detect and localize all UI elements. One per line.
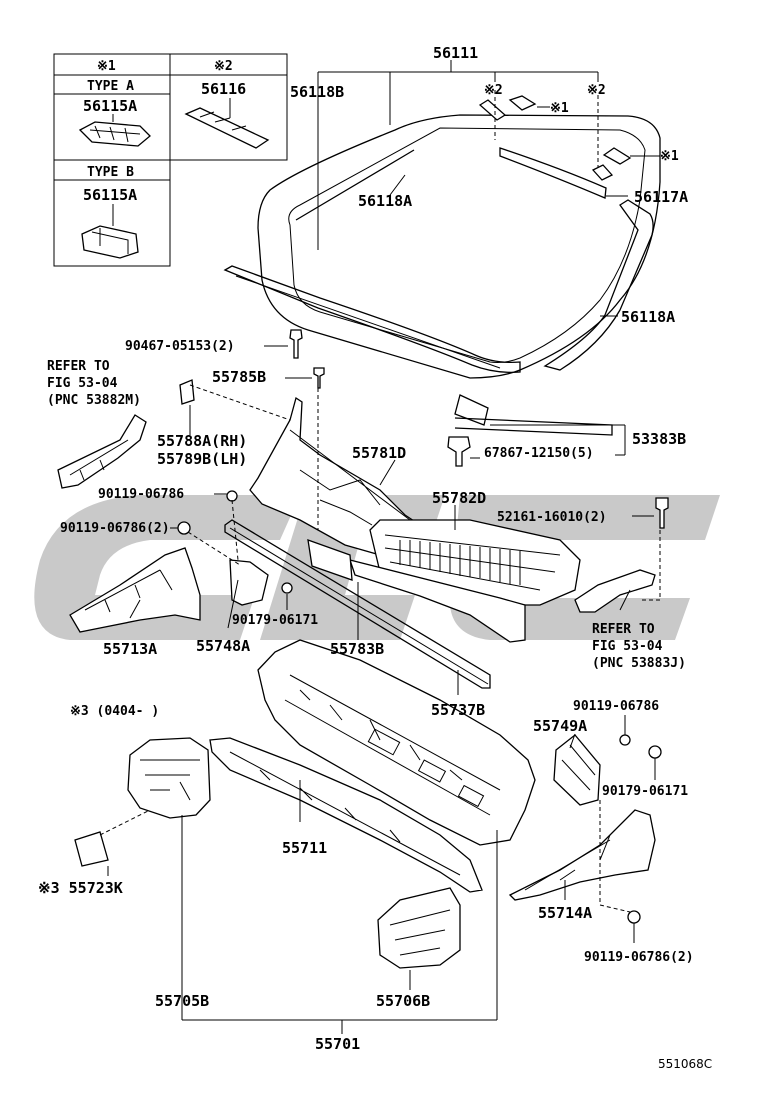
seal-strip [224,519,491,689]
label-56118a-right: 56118A [621,308,675,326]
label-55706b: 55706B [376,992,430,1010]
label-55781d: 55781D [352,444,406,462]
label-56118b: 56118B [290,83,344,101]
legend-mark1: ※1 [97,59,116,74]
label-55705b: 55705B [155,992,209,1010]
windshield-bracket [317,60,599,250]
top-clips [478,90,660,181]
label-refer1-a: REFER TO [47,359,110,374]
center-bracket-55706B [377,887,461,969]
label-mark2-a: ※2 [484,83,503,98]
lower-moulding [223,265,521,373]
label-90179-b: 90179-06171 [602,784,688,799]
label-90467: 90467-05153(2) [125,339,235,354]
label-refer2-a: REFER TO [592,622,655,637]
label-67867: 67867-12150(5) [484,446,594,461]
label-mark1-b: ※1 [660,149,679,164]
legend-type-a: TYPE A [87,79,134,94]
legend-type-b: TYPE B [87,165,134,180]
label-55713a: 55713A [103,640,157,658]
label-note3: ※3 (0404- ) [70,704,159,719]
left-bracket-55705B [74,737,211,867]
legend-part-2: 56116 [201,80,246,98]
label-56117a: 56117A [634,188,688,206]
label-90179-a: 90179-06171 [232,613,318,628]
leader-lines [107,174,661,1034]
label-mark1-a: ※1 [550,101,569,116]
label-55789b: 55789B(LH) [157,450,247,468]
label-55711: 55711 [282,839,327,857]
label-55714a: 55714A [538,904,592,922]
fasteners [177,329,669,924]
label-refer2-c: (PNC 53883J) [592,656,686,671]
label-52161: 52161-16010(2) [497,510,607,525]
part-labels: 56111 56118B ※2 ※2 ※1 ※1 56118A 56117A 5… [38,44,712,1071]
label-refer2-b: FIG 53-04 [592,639,663,654]
label-55785b: 55785B [212,368,266,386]
label-55783b: 55783B [330,640,384,658]
label-90119-b: 90119-06786(2) [60,521,170,536]
label-55701: 55701 [315,1035,360,1053]
legend-box: ※1 ※2 TYPE A 56115A 56116 TYPE B 56115A [53,53,288,267]
label-refer1-c: (PNC 53882M) [47,393,141,408]
label-55723k: ※3 55723K [38,879,123,897]
label-55788a: 55788A(RH) [157,432,247,450]
label-90119-d: 90119-06786(2) [584,950,694,965]
label-90119-a: 90119-06786 [98,487,184,502]
label-55749a: 55749A [533,717,587,735]
label-56111: 56111 [433,44,478,62]
label-56118a-top: 56118A [358,192,412,210]
label-55737b: 55737B [431,701,485,719]
cowl-panel [209,639,536,893]
diagram-code: 551068C [658,1057,712,1071]
label-53383b: 53383B [632,430,686,448]
cowl-assembly [249,394,613,643]
legend-part-a: 56115A [83,97,137,115]
windshield-glass [257,114,661,379]
label-90119-c: 90119-06786 [573,699,659,714]
label-mark2-b: ※2 [587,83,606,98]
label-55748a: 55748A [196,637,250,655]
side-brackets [57,414,656,901]
legend-mark2: ※2 [214,59,233,74]
label-55782d: 55782D [432,489,486,507]
legend-part-b: 56115A [83,186,137,204]
label-refer1-b: FIG 53-04 [47,376,118,391]
